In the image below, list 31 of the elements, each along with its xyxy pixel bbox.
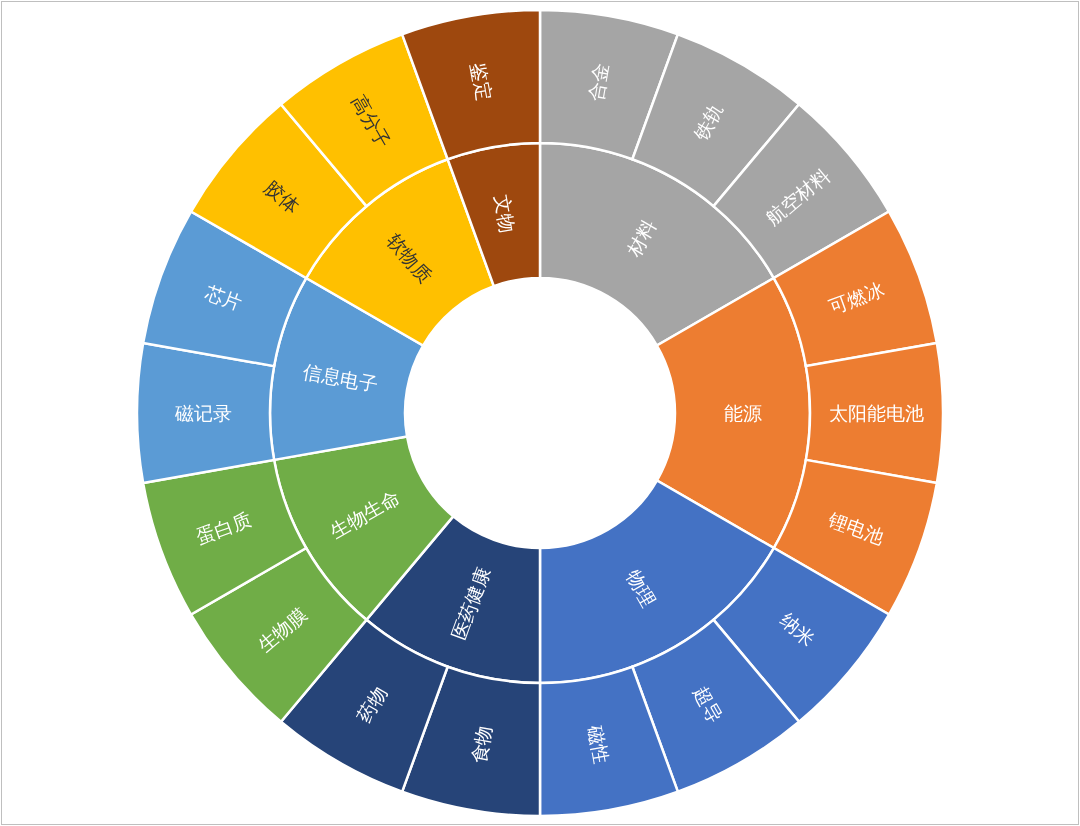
segment-label: 医药健康	[447, 563, 495, 643]
segment-label: 文物	[490, 192, 519, 235]
segment-label: 软物质	[383, 228, 437, 287]
segment-label: 高分子	[347, 91, 396, 152]
segment-label: 纳米	[776, 608, 820, 650]
ring-segment	[400, 8, 542, 161]
segment-label: 生物生命	[326, 485, 404, 543]
segment-label: 蛋白质	[193, 508, 255, 549]
segment-label: 生物膜	[253, 602, 312, 657]
ring-segment	[135, 341, 276, 485]
segment-label: 锂电池	[825, 508, 887, 549]
segment-label: 铁轨	[689, 99, 728, 144]
segment-label: 物理	[622, 566, 661, 611]
segment-label: 超导	[689, 682, 728, 727]
segment-label: 胶体	[260, 176, 304, 218]
segment-label: 磁性	[584, 723, 613, 765]
segment-label: 信息电子	[301, 360, 380, 396]
segment-label: 可燃冰	[825, 277, 887, 318]
ring-segment	[446, 141, 542, 288]
ring-segment	[538, 665, 680, 818]
segment-label: 能源	[723, 402, 762, 424]
ring-segment	[804, 341, 945, 485]
segment-label: 合金	[584, 61, 613, 103]
segment-label: 磁记录	[175, 402, 232, 424]
segment-label: 食物	[467, 723, 496, 765]
segment-label: 材料	[622, 215, 661, 260]
segment-label: 药物	[352, 682, 391, 727]
segment-label: 芯片	[202, 281, 246, 315]
segment-label: 太阳能电池	[829, 402, 924, 424]
segment-label: 航空材料	[761, 163, 834, 230]
segment-label: 鉴定	[467, 61, 496, 103]
